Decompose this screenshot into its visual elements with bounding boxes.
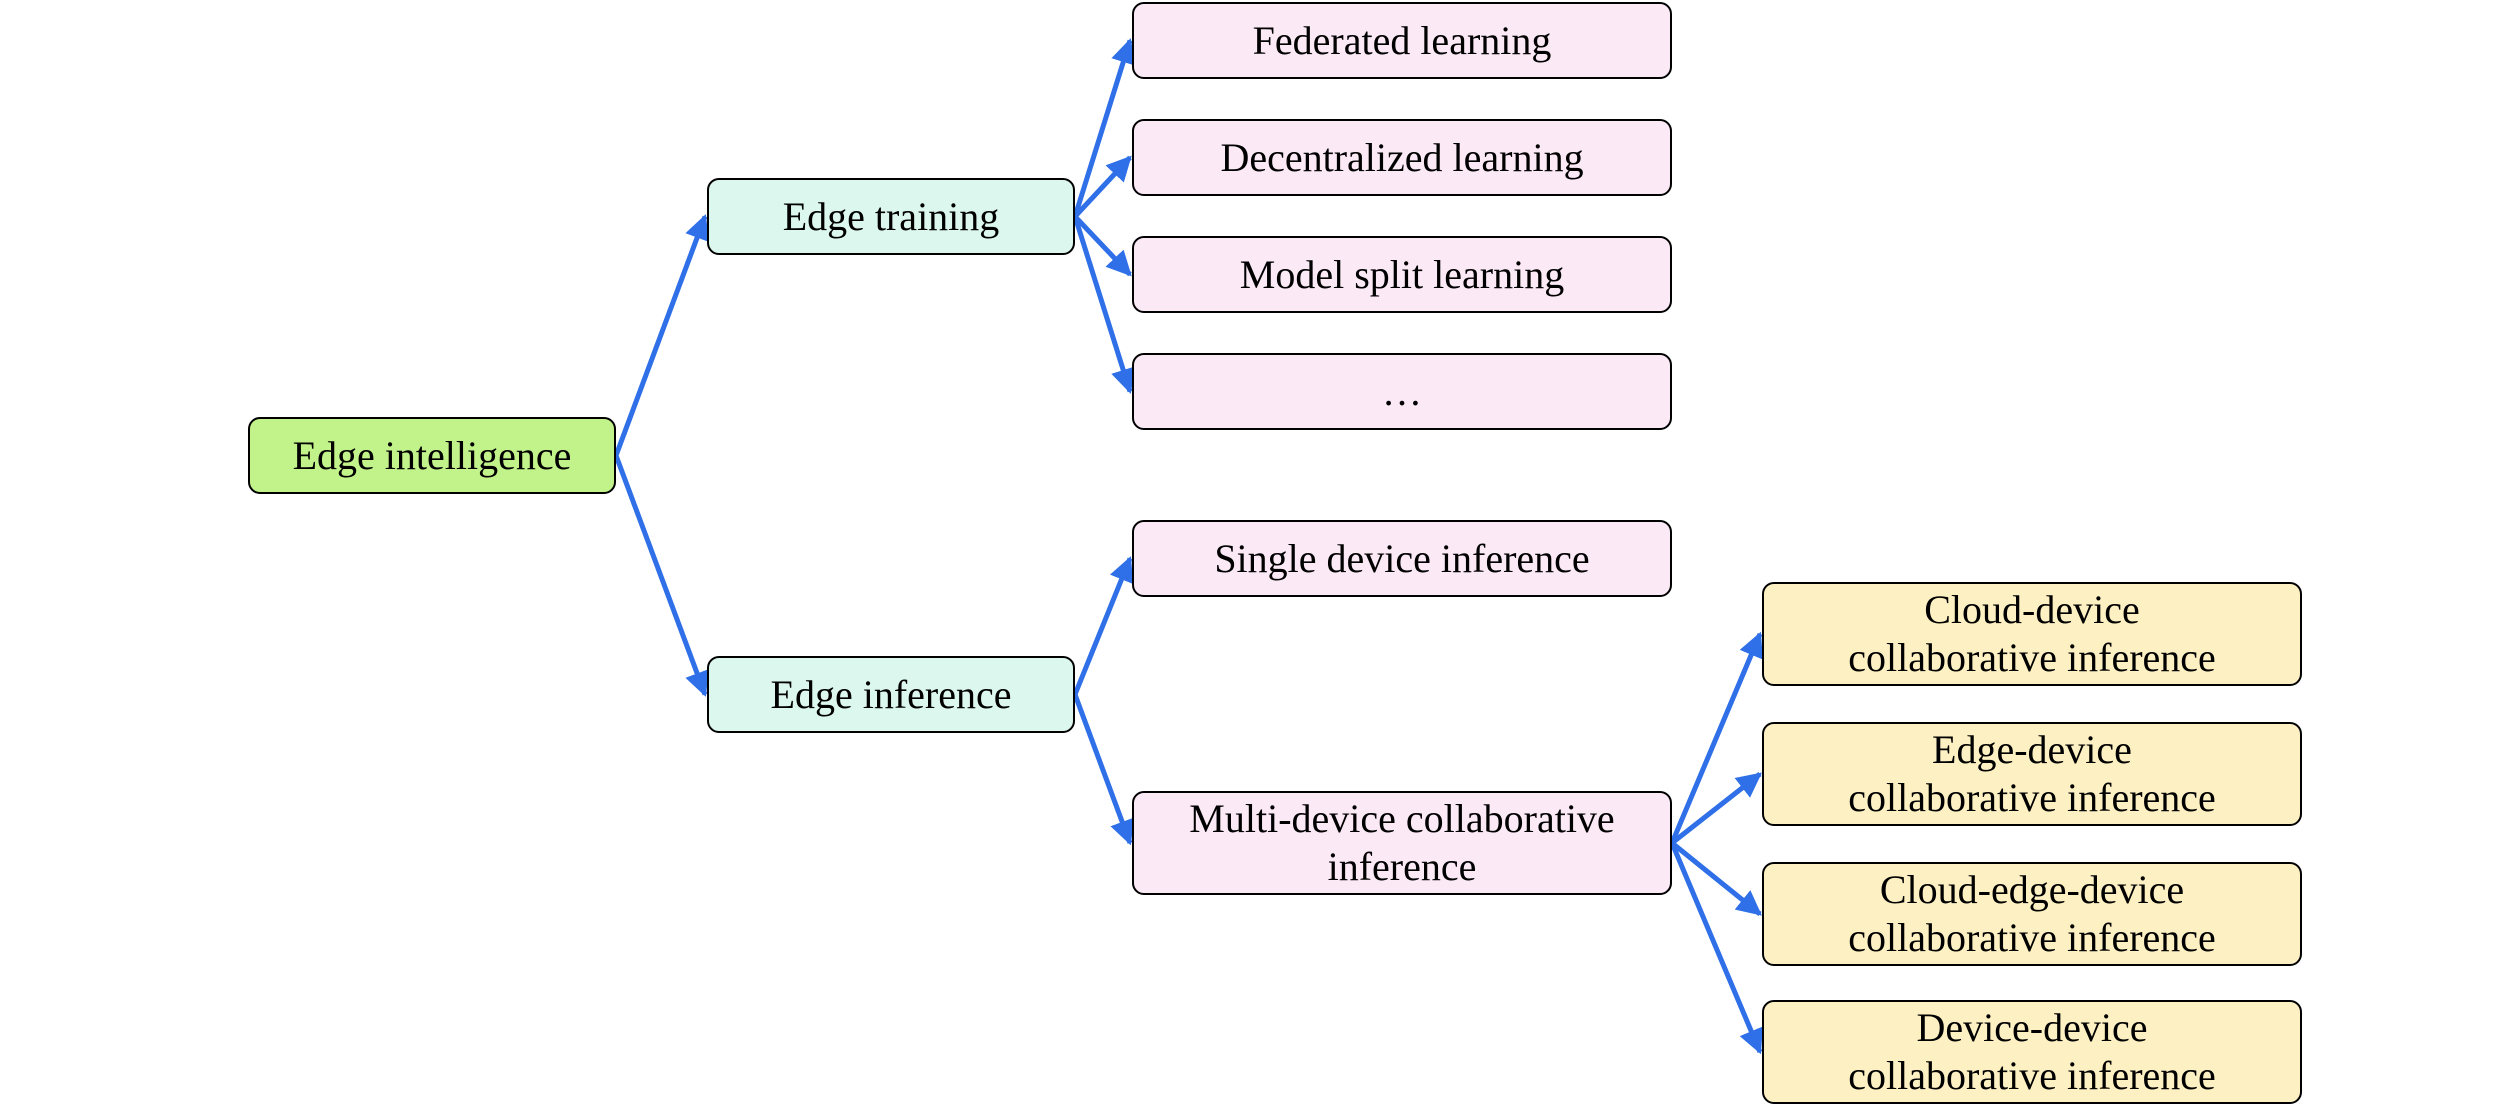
arrow-training-to-decentralized bbox=[1073, 155, 1132, 219]
node-label: Cloud-edge-device collaborative inferenc… bbox=[1848, 867, 2216, 960]
node-federated-learning: Federated learning bbox=[1132, 2, 1672, 79]
arrow-inference-to-multi_device bbox=[1072, 693, 1134, 846]
node-label: Single device inference bbox=[1214, 535, 1590, 581]
node-label: Edge-device collaborative inference bbox=[1848, 727, 2216, 820]
node-cloud-device-collaborative-inference: Cloud-device collaborative inference bbox=[1762, 582, 2302, 686]
node-device-device-collaborative-inference: Device-device collaborative inference bbox=[1762, 1000, 2302, 1104]
arrow-multi_device-to-cloud_edge_device bbox=[1670, 841, 1762, 916]
node-label: Federated learning bbox=[1252, 17, 1552, 63]
node-label: Edge training bbox=[782, 193, 1000, 239]
node-label: Device-device collaborative inference bbox=[1848, 1005, 2216, 1098]
arrow-inference-to-single_device bbox=[1072, 556, 1134, 696]
node-training-ellipsis: … bbox=[1132, 353, 1672, 430]
node-label: Edge inference bbox=[770, 671, 1012, 717]
arrow-training-to-model_split bbox=[1073, 214, 1132, 277]
node-single-device-inference: Single device inference bbox=[1132, 520, 1672, 597]
arrow-multi_device-to-cloud_device bbox=[1669, 631, 1763, 844]
node-edge-training: Edge training bbox=[707, 178, 1075, 255]
node-label: Model split learning bbox=[1239, 251, 1565, 297]
node-decentralized-learning: Decentralized learning bbox=[1132, 119, 1672, 196]
node-label: Cloud-device collaborative inference bbox=[1848, 587, 2216, 680]
node-label: Decentralized learning bbox=[1220, 134, 1584, 180]
node-cloud-edge-device-collaborative-inference: Cloud-edge-device collaborative inferenc… bbox=[1762, 862, 2302, 966]
node-edge-intelligence: Edge intelligence bbox=[248, 417, 616, 494]
node-edge-inference: Edge inference bbox=[707, 656, 1075, 733]
node-edge-device-collaborative-inference: Edge-device collaborative inference bbox=[1762, 722, 2302, 826]
arrow-training-to-training_more bbox=[1072, 215, 1136, 394]
arrow-multi_device-to-edge_device bbox=[1670, 772, 1762, 845]
arrow-root-to-training bbox=[613, 214, 709, 457]
node-multi-device-collaborative-inference: Multi-device collaborative inference bbox=[1132, 791, 1672, 895]
node-model-split-learning: Model split learning bbox=[1132, 236, 1672, 313]
arrow-multi_device-to-device_device bbox=[1669, 842, 1763, 1055]
node-label: Edge intelligence bbox=[292, 432, 572, 478]
node-label: … bbox=[1382, 368, 1422, 414]
node-label: Multi-device collaborative inference bbox=[1189, 796, 1615, 889]
arrow-root-to-inference bbox=[613, 454, 709, 697]
arrow-training-to-federated bbox=[1072, 38, 1136, 218]
